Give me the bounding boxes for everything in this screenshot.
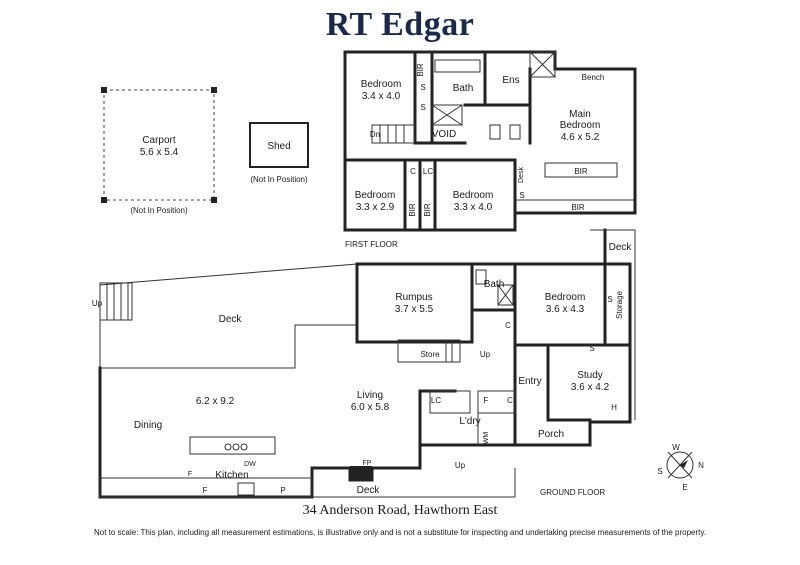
ff-bench-label: Bench: [582, 73, 605, 82]
gf-deck-side-label: Deck: [609, 242, 633, 253]
gf-c-label-1: C: [505, 321, 511, 330]
ff-bedroom2-dims: 3.3 x 2.9: [356, 202, 395, 213]
ff-main-bedroom-label-1: Main: [569, 109, 591, 120]
gf-deck-top-label: Deck: [219, 314, 243, 325]
gf-s-label-2: S: [589, 344, 594, 353]
gf-up-label-3: Up: [455, 461, 466, 470]
gf-h-label: H: [611, 403, 617, 412]
gf-bedroom-dims: 3.6 x 4.3: [546, 304, 585, 315]
gf-study-label: Study: [577, 370, 603, 381]
ff-bedroom3-label: Bedroom: [453, 190, 494, 201]
gf-rumpus-label: Rumpus: [395, 292, 432, 303]
gf-pantry-label: P: [280, 486, 285, 495]
gf-bath-label: Bath: [484, 279, 505, 290]
ff-bir-label-1: BIR: [416, 63, 425, 77]
gf-storage-label: Storage: [615, 290, 624, 319]
ff-main-bedroom-dims: 4.6 x 5.2: [561, 132, 600, 143]
shed-note: (Not In Position): [250, 175, 308, 184]
ff-desk-label: Desk: [518, 167, 525, 183]
gf-fireplace-label: FP: [363, 460, 372, 467]
ff-lc-label: LC: [423, 167, 433, 176]
ff-bir-label-3: BIR: [423, 203, 432, 217]
first-floor-plan: Bedroom 3.4 x 4.0 Bath Ens Bench Main Be…: [343, 50, 637, 249]
ff-bath-label: Bath: [453, 83, 474, 94]
compass-icon: W N S E: [657, 443, 704, 492]
compass-s: S: [657, 467, 662, 476]
ff-main-bedroom-label-2: Bedroom: [560, 120, 601, 131]
ff-bedroom2-label: Bedroom: [355, 190, 396, 201]
gf-dw-label: DW: [244, 461, 256, 468]
disclaimer: Not to scale: This plan, including all m…: [93, 528, 707, 537]
ff-down-label: Dn: [370, 130, 380, 139]
gf-up-label-2: Up: [480, 350, 491, 359]
gf-deck-bottom-label: Deck: [357, 485, 381, 496]
gf-f-label-1: F: [484, 396, 489, 405]
compass-e: E: [682, 483, 687, 492]
compass-w: W: [672, 443, 680, 452]
gf-f-label-2: F: [188, 471, 192, 478]
ff-c-label: C: [410, 167, 416, 176]
gf-f-label-3: F: [203, 486, 208, 495]
ff-bedroom3-dims: 3.3 x 4.0: [454, 202, 493, 213]
shed-label: Shed: [267, 141, 290, 152]
gf-c-label-2: C: [507, 396, 513, 405]
ground-floor-plan: Deck Up Rumpus 3.7 x 5.5 Bath Bedroom 3.…: [92, 228, 636, 499]
gf-up-label-1: Up: [92, 299, 103, 308]
gf-dining-label: Dining: [134, 420, 162, 431]
gf-dining-dims: 6.2 x 9.2: [196, 396, 235, 407]
ff-void-label: VOID: [432, 129, 456, 140]
carport: Carport 5.6 x 5.4 (Not In Position): [101, 87, 217, 215]
gf-wm-label: WM: [483, 432, 490, 445]
carport-label: Carport: [142, 135, 176, 146]
gf-living-dims: 6.0 x 5.8: [351, 402, 390, 413]
gf-kitchen-label: Kitchen: [215, 470, 248, 481]
ground-floor-label: GROUND FLOOR: [540, 488, 606, 497]
gf-living-label: Living: [357, 390, 383, 401]
compass-n: N: [698, 461, 704, 470]
ff-main-bir-label: BIR: [574, 167, 588, 176]
first-floor-label: FIRST FLOOR: [345, 240, 398, 249]
ff-bedroom1-dims: 3.4 x 4.0: [362, 91, 401, 102]
ff-bedroom1-label: Bedroom: [361, 79, 402, 90]
brand-logo: RT Edgar: [325, 6, 475, 43]
property-address: 34 Anderson Road, Hawthorn East: [302, 503, 498, 518]
ff-ensuite-label: Ens: [502, 75, 519, 86]
gf-porch-label: Porch: [538, 429, 564, 440]
gf-bedroom-label: Bedroom: [545, 292, 586, 303]
gf-laundry-label: L'dry: [459, 416, 480, 427]
ff-s-label-1: S: [420, 83, 425, 92]
shed: Shed (Not In Position): [249, 122, 309, 184]
gf-lc-label: LC: [431, 396, 441, 405]
carport-dims: 5.6 x 5.4: [140, 147, 179, 158]
ff-bir-label-2: BIR: [408, 203, 417, 217]
gf-store-label: Store: [420, 350, 440, 359]
gf-rumpus-dims: 3.7 x 5.5: [395, 304, 434, 315]
gf-study-dims: 3.6 x 4.2: [571, 382, 610, 393]
ff-s-label-3: S: [519, 191, 524, 200]
gf-entry-label: Entry: [518, 376, 541, 387]
ff-s-label-2: S: [420, 103, 425, 112]
carport-note: (Not In Position): [130, 206, 188, 215]
gf-s-label-1: S: [607, 295, 612, 304]
ff-bir-bottom-label: BIR: [571, 203, 585, 212]
